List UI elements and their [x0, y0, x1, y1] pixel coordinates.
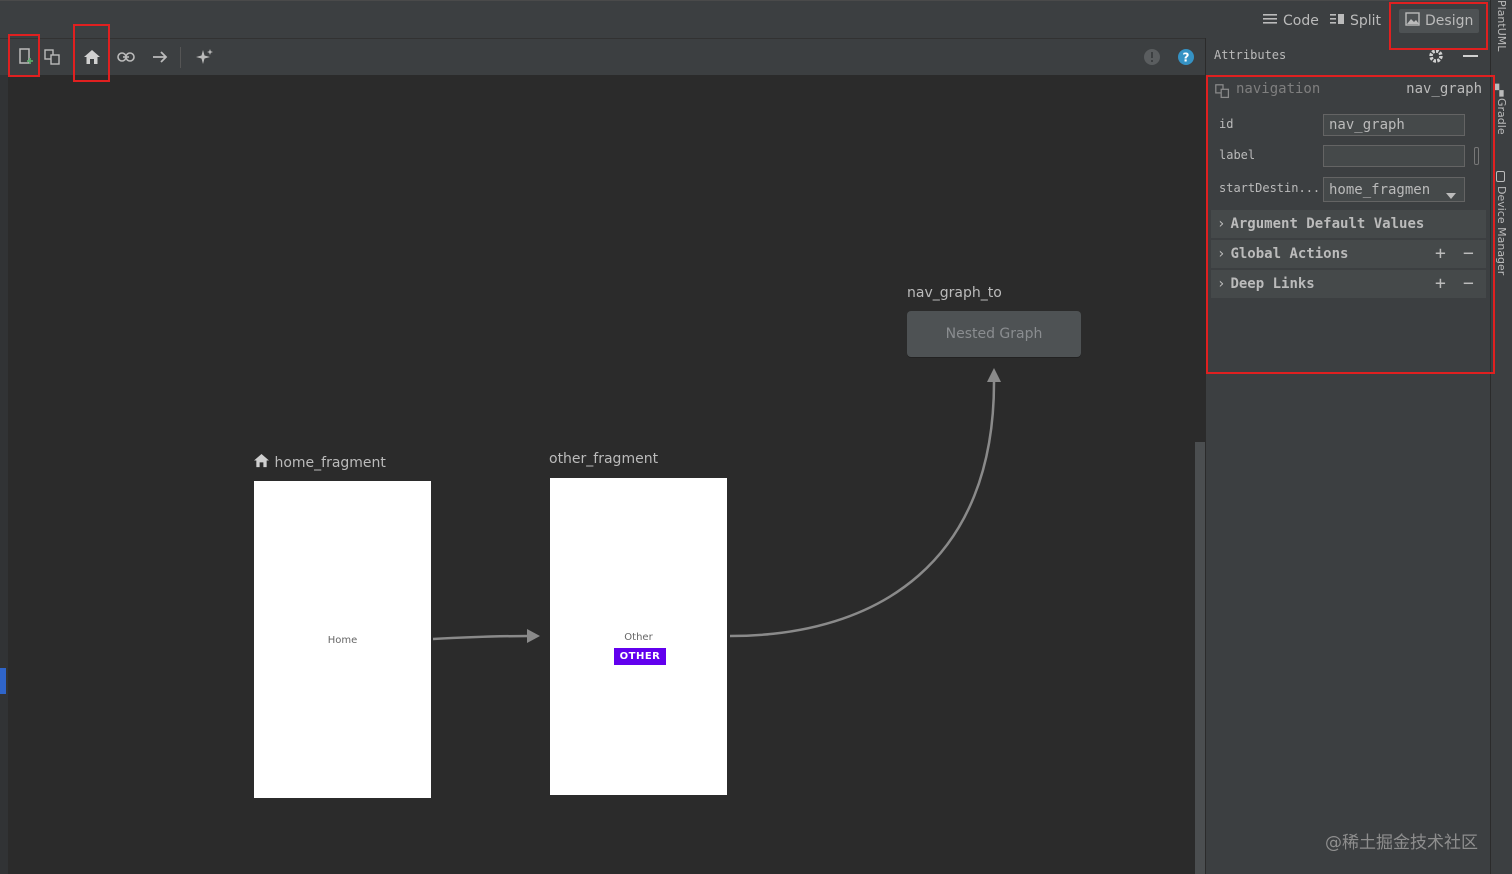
split-mode-label: Split [1350, 13, 1382, 29]
home-icon [84, 50, 100, 64]
auto-arrange-icon [196, 49, 213, 64]
design-image-icon [1405, 12, 1420, 30]
section-global-actions[interactable]: › Global Actions + − [1211, 240, 1486, 268]
nested-graph-icon [44, 49, 60, 65]
other-fragment-destination[interactable]: Other OTHER [550, 478, 727, 795]
action-other-to-nested-arrowhead [987, 368, 1001, 382]
component-name: nav_graph [1406, 81, 1482, 97]
add-deep-link-section-button[interactable]: + [1435, 273, 1446, 294]
remove-global-action-button[interactable]: − [1463, 243, 1474, 264]
nested-graph-label: Nested Graph [945, 326, 1043, 342]
action-arrow-icon [153, 51, 168, 63]
new-destination-button[interactable] [14, 45, 38, 69]
chevron-right-icon: › [1217, 246, 1226, 262]
home-fragment-destination[interactable]: Home [254, 481, 431, 798]
home-fragment-title: home_fragment [253, 453, 386, 471]
view-mode-strip: Code Split Design [0, 0, 1490, 38]
attributes-header: Attributes [1206, 38, 1490, 74]
section-deep-links[interactable]: › Deep Links + − [1211, 270, 1486, 298]
canvas-vertical-scrollbar[interactable] [1195, 442, 1205, 874]
left-edge-marker [0, 668, 6, 694]
nested-graph-icon [1215, 84, 1230, 99]
info-button[interactable] [1140, 45, 1164, 69]
other-preview-button: OTHER [614, 648, 666, 665]
help-icon: ? [1178, 49, 1194, 65]
action-other-to-nested[interactable] [729, 379, 996, 638]
label-label: label [1219, 148, 1256, 162]
toolbar-divider [180, 47, 181, 68]
gradle-elephant-icon: ▚ [1495, 84, 1504, 97]
help-button[interactable]: ? [1174, 45, 1198, 69]
nested-graph-button[interactable] [40, 45, 64, 69]
add-global-action-button[interactable]: + [1435, 243, 1446, 264]
new-destination-icon [19, 48, 33, 64]
section-label: Argument Default Values [1230, 216, 1425, 232]
nested-graph-destination[interactable]: Nested Graph [907, 311, 1081, 357]
info-icon [1144, 49, 1160, 65]
design-mode-button[interactable]: Design [1399, 9, 1480, 33]
side-tab-device-manager[interactable]: Device Manager [1495, 186, 1508, 276]
nested-graph-title: nav_graph_to [907, 285, 1002, 301]
action-connections [432, 368, 1001, 643]
canvas-left-edge [0, 75, 8, 874]
side-tab-gradle[interactable]: Gradle [1495, 98, 1508, 135]
section-label: Global Actions [1230, 246, 1349, 262]
code-mode-button[interactable]: Code [1262, 9, 1319, 33]
id-field[interactable]: nav_graph [1323, 114, 1465, 136]
remove-deep-link-section-button[interactable]: − [1463, 273, 1474, 294]
attributes-settings-button[interactable] [1427, 47, 1445, 69]
home-icon [254, 453, 269, 468]
split-mode-button[interactable]: Split [1329, 9, 1381, 33]
add-action-button[interactable] [148, 45, 172, 69]
other-fragment-title: other_fragment [549, 451, 659, 467]
gear-icon [1429, 49, 1443, 63]
action-home-to-other[interactable] [432, 634, 531, 641]
attributes-panel: Attributes navigation nav_graph id nav_g… [1205, 38, 1490, 874]
id-label: id [1219, 117, 1234, 131]
nested-graph-type-icon [1214, 83, 1232, 105]
right-tool-window-strip: PlantUML Gradle Device Manager ▚ [1490, 0, 1512, 874]
home-fragment-preview-text: Home [327, 635, 358, 646]
watermark-text: @稀土掘金技术社区 [1325, 833, 1478, 853]
auto-arrange-button[interactable] [193, 45, 217, 69]
set-start-destination-button[interactable] [80, 45, 104, 69]
start-destination-label: startDestin... [1219, 181, 1321, 195]
home-fragment-name: home_fragment [274, 455, 386, 471]
section-label: Deep Links [1230, 276, 1315, 292]
start-destination-value: home_fragmen [1329, 181, 1431, 198]
side-tab-plantuml[interactable]: PlantUML [1495, 0, 1508, 52]
device-phone-icon [1496, 171, 1505, 182]
add-deep-link-button[interactable] [114, 45, 138, 69]
start-destination-dropdown[interactable]: home_fragmen [1323, 177, 1465, 202]
attributes-title: Attributes [1214, 48, 1287, 62]
label-field[interactable] [1323, 145, 1465, 167]
label-resource-picker[interactable] [1474, 147, 1479, 165]
section-argument-default-values[interactable]: › Argument Default Values [1211, 210, 1486, 238]
svg-text:?: ? [1183, 51, 1190, 65]
code-mode-label: Code [1283, 13, 1319, 29]
attributes-collapse-button[interactable] [1463, 55, 1478, 57]
deep-link-icon [117, 52, 135, 62]
design-mode-label: Design [1425, 13, 1474, 29]
split-view-icon [1329, 12, 1345, 30]
chevron-right-icon: › [1217, 276, 1226, 292]
component-type: navigation [1236, 81, 1321, 97]
other-fragment-preview-text: Other [624, 632, 653, 643]
chevron-down-icon [1446, 187, 1456, 201]
nav-editor-toolbar: ? [0, 38, 1205, 75]
code-lines-icon [1262, 12, 1278, 30]
action-home-to-other-arrowhead [527, 629, 540, 643]
chevron-right-icon: › [1217, 216, 1226, 232]
